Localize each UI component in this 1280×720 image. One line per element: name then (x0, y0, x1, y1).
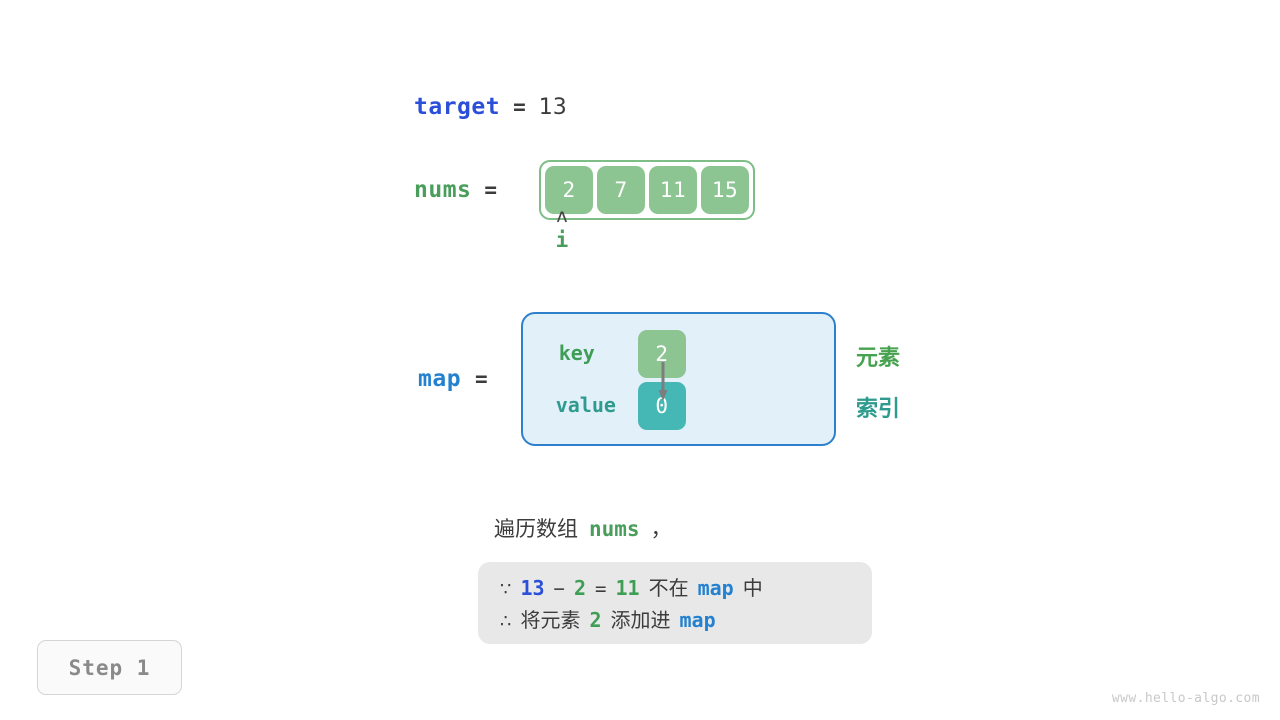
therefore-symbol: ∴ (500, 611, 512, 632)
key-to-value-arrow-icon (658, 362, 668, 401)
caption-prefix: 遍历数组 (494, 517, 578, 541)
target-equals-sign: = (513, 95, 526, 119)
nums-variable-name: nums (414, 177, 472, 203)
nums-equals-sign: = (484, 178, 498, 202)
because-symbol: ∵ (500, 579, 512, 600)
map-value-label: value (555, 393, 616, 417)
explanation-into-text: 添加进 (610, 608, 671, 632)
target-declaration: target = 13 (414, 94, 567, 120)
caption-text: 遍历数组 nums ， (494, 513, 672, 543)
minus-operator: − (553, 578, 565, 600)
caption-suffix: ， (650, 517, 672, 541)
map-equals-sign: = (475, 367, 488, 391)
nums-array-container: 2 7 11 15 (539, 160, 756, 220)
explanation-not-in-text: 不在 (648, 576, 689, 600)
nums-declaration: nums = 2 7 11 15 (414, 160, 756, 220)
array-cell: 2 (545, 166, 594, 214)
map-key-label: key (558, 341, 595, 365)
explanation-box: ∵ 13 − 2 = 11 不在 map 中 ∴ 将元素 2 添加进 map (478, 562, 872, 644)
explanation-added-element: 2 (589, 608, 602, 632)
index-pointer-label: i (555, 228, 569, 252)
explanation-line-2: ∴ 将元素 2 添加进 map (500, 605, 850, 637)
caret-up-icon: ʌ (556, 205, 568, 227)
step-badge: Step 1 (37, 640, 182, 695)
map-declaration: map = key value 2 0 (418, 312, 836, 446)
map-container: key value 2 0 (520, 312, 836, 446)
array-cell: 15 (701, 166, 750, 214)
array-cell: 7 (597, 166, 646, 214)
explanation-current-element: 2 (574, 576, 587, 600)
target-value: 13 (538, 95, 567, 120)
annotation-index: 索引 (856, 397, 901, 422)
annotation-element: 元素 (856, 346, 901, 371)
explanation-target-value: 13 (520, 576, 545, 600)
array-cell: 11 (649, 166, 698, 214)
explanation-map-keyword: map (697, 576, 734, 600)
equals-operator: = (595, 578, 607, 600)
map-variable-name: map (418, 366, 462, 392)
explanation-add-text: 将元素 (520, 608, 581, 632)
explanation-map-keyword: map (679, 608, 716, 632)
index-pointer: ʌ i (545, 207, 579, 255)
explanation-in-text: 中 (742, 576, 763, 600)
target-variable-name: target (414, 94, 501, 120)
explanation-line-1: ∵ 13 − 2 = 11 不在 map 中 (500, 573, 850, 605)
explanation-complement-value: 11 (615, 576, 640, 600)
caption-keyword-nums: nums (589, 517, 640, 541)
watermark: www.hello-algo.com (1111, 691, 1260, 706)
